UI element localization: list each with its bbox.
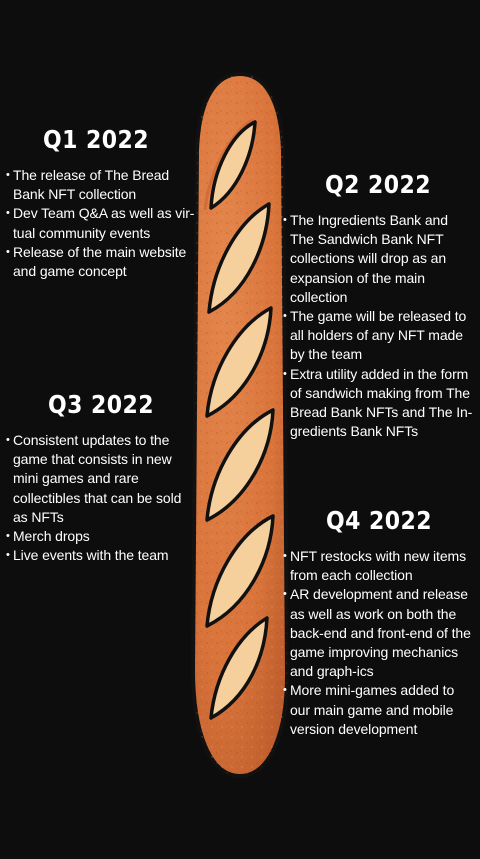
list-item: •The game will be released to all holder… bbox=[283, 307, 473, 365]
list-item: •Extra utility added in the form of sand… bbox=[283, 365, 473, 442]
list-item: •The release of The Bread Bank NFT colle… bbox=[6, 166, 202, 204]
list-item: •AR development and release as well as w… bbox=[283, 585, 475, 681]
baguette-slash-5 bbox=[205, 514, 275, 628]
bullet-icon: • bbox=[283, 588, 287, 601]
baguette-slash-2 bbox=[207, 202, 271, 314]
list-item: •Live events with the team bbox=[6, 546, 198, 565]
baguette-slash-1 bbox=[209, 120, 257, 210]
q1-title: Q1 2022 bbox=[43, 125, 149, 154]
list-item-text: Extra utility added in the form of sandw… bbox=[290, 365, 473, 440]
list-item: •Consistent updates to the game that con… bbox=[6, 431, 198, 527]
q2-list: •The Ingredients Bank and The Sandwich B… bbox=[283, 211, 473, 441]
roadmap-q2: Q2 2022 •The Ingredients Bank and The Sa… bbox=[283, 170, 473, 441]
bullet-icon: • bbox=[6, 434, 10, 446]
list-item-text: The game will be released to all holders… bbox=[290, 308, 467, 363]
roadmap-q3: Q3 2022 •Consistent updates to the game … bbox=[6, 390, 198, 565]
list-item-text: AR development and release as well as wo… bbox=[290, 586, 471, 680]
list-item-text: Consistent updates to the game that cons… bbox=[13, 432, 182, 525]
q3-title: Q3 2022 bbox=[48, 390, 154, 419]
bullet-icon: • bbox=[283, 550, 287, 562]
list-item-text: More mini-games added to our main game a… bbox=[290, 682, 455, 737]
list-item-text: The Ingredients Bank and The Sandwich Ba… bbox=[290, 212, 448, 305]
bullet-icon: • bbox=[6, 169, 10, 181]
q3-list: •Consistent updates to the game that con… bbox=[6, 431, 198, 565]
bullet-icon: • bbox=[283, 684, 287, 697]
baguette-slash-6 bbox=[209, 616, 269, 720]
bullet-icon: • bbox=[6, 530, 10, 543]
bullet-icon: • bbox=[6, 207, 10, 220]
bullet-icon: • bbox=[6, 549, 10, 562]
list-item: •Dev Team Q&A as well as vir-tual commun… bbox=[6, 204, 202, 242]
baguette-slash-3 bbox=[205, 306, 273, 418]
bullet-icon: • bbox=[283, 310, 287, 323]
list-item: •NFT restocks with new items from each c… bbox=[283, 547, 475, 585]
roadmap-q4: Q4 2022 •NFT restocks with new items fro… bbox=[283, 506, 475, 739]
q2-title: Q2 2022 bbox=[325, 170, 431, 199]
list-item-text: Merch drops bbox=[13, 528, 90, 545]
q1-list: •The release of The Bread Bank NFT colle… bbox=[6, 166, 202, 281]
list-item: •Merch drops bbox=[6, 527, 198, 546]
baguette-slash-4 bbox=[205, 408, 275, 522]
list-item-text: NFT restocks with new items from each co… bbox=[290, 548, 466, 584]
list-item: •The Ingredients Bank and The Sandwich B… bbox=[283, 211, 473, 307]
list-item: •More mini-games added to our main game … bbox=[283, 681, 475, 739]
bullet-icon: • bbox=[6, 245, 10, 258]
list-item-text: Live events with the team bbox=[13, 547, 169, 564]
list-item-text: Release of the main website and game con… bbox=[13, 243, 187, 280]
bullet-icon: • bbox=[283, 214, 287, 226]
q4-title: Q4 2022 bbox=[326, 506, 432, 535]
roadmap-q1: Q1 2022 •The release of The Bread Bank N… bbox=[6, 125, 202, 281]
q4-list: •NFT restocks with new items from each c… bbox=[283, 547, 475, 739]
baguette-icon bbox=[190, 71, 290, 779]
list-item-text: The release of The Bread Bank NFT collec… bbox=[13, 167, 170, 203]
list-item-text: Dev Team Q&A as well as vir-tual communi… bbox=[13, 205, 195, 241]
bullet-icon: • bbox=[283, 367, 287, 380]
list-item: •Release of the main website and game co… bbox=[6, 243, 202, 281]
